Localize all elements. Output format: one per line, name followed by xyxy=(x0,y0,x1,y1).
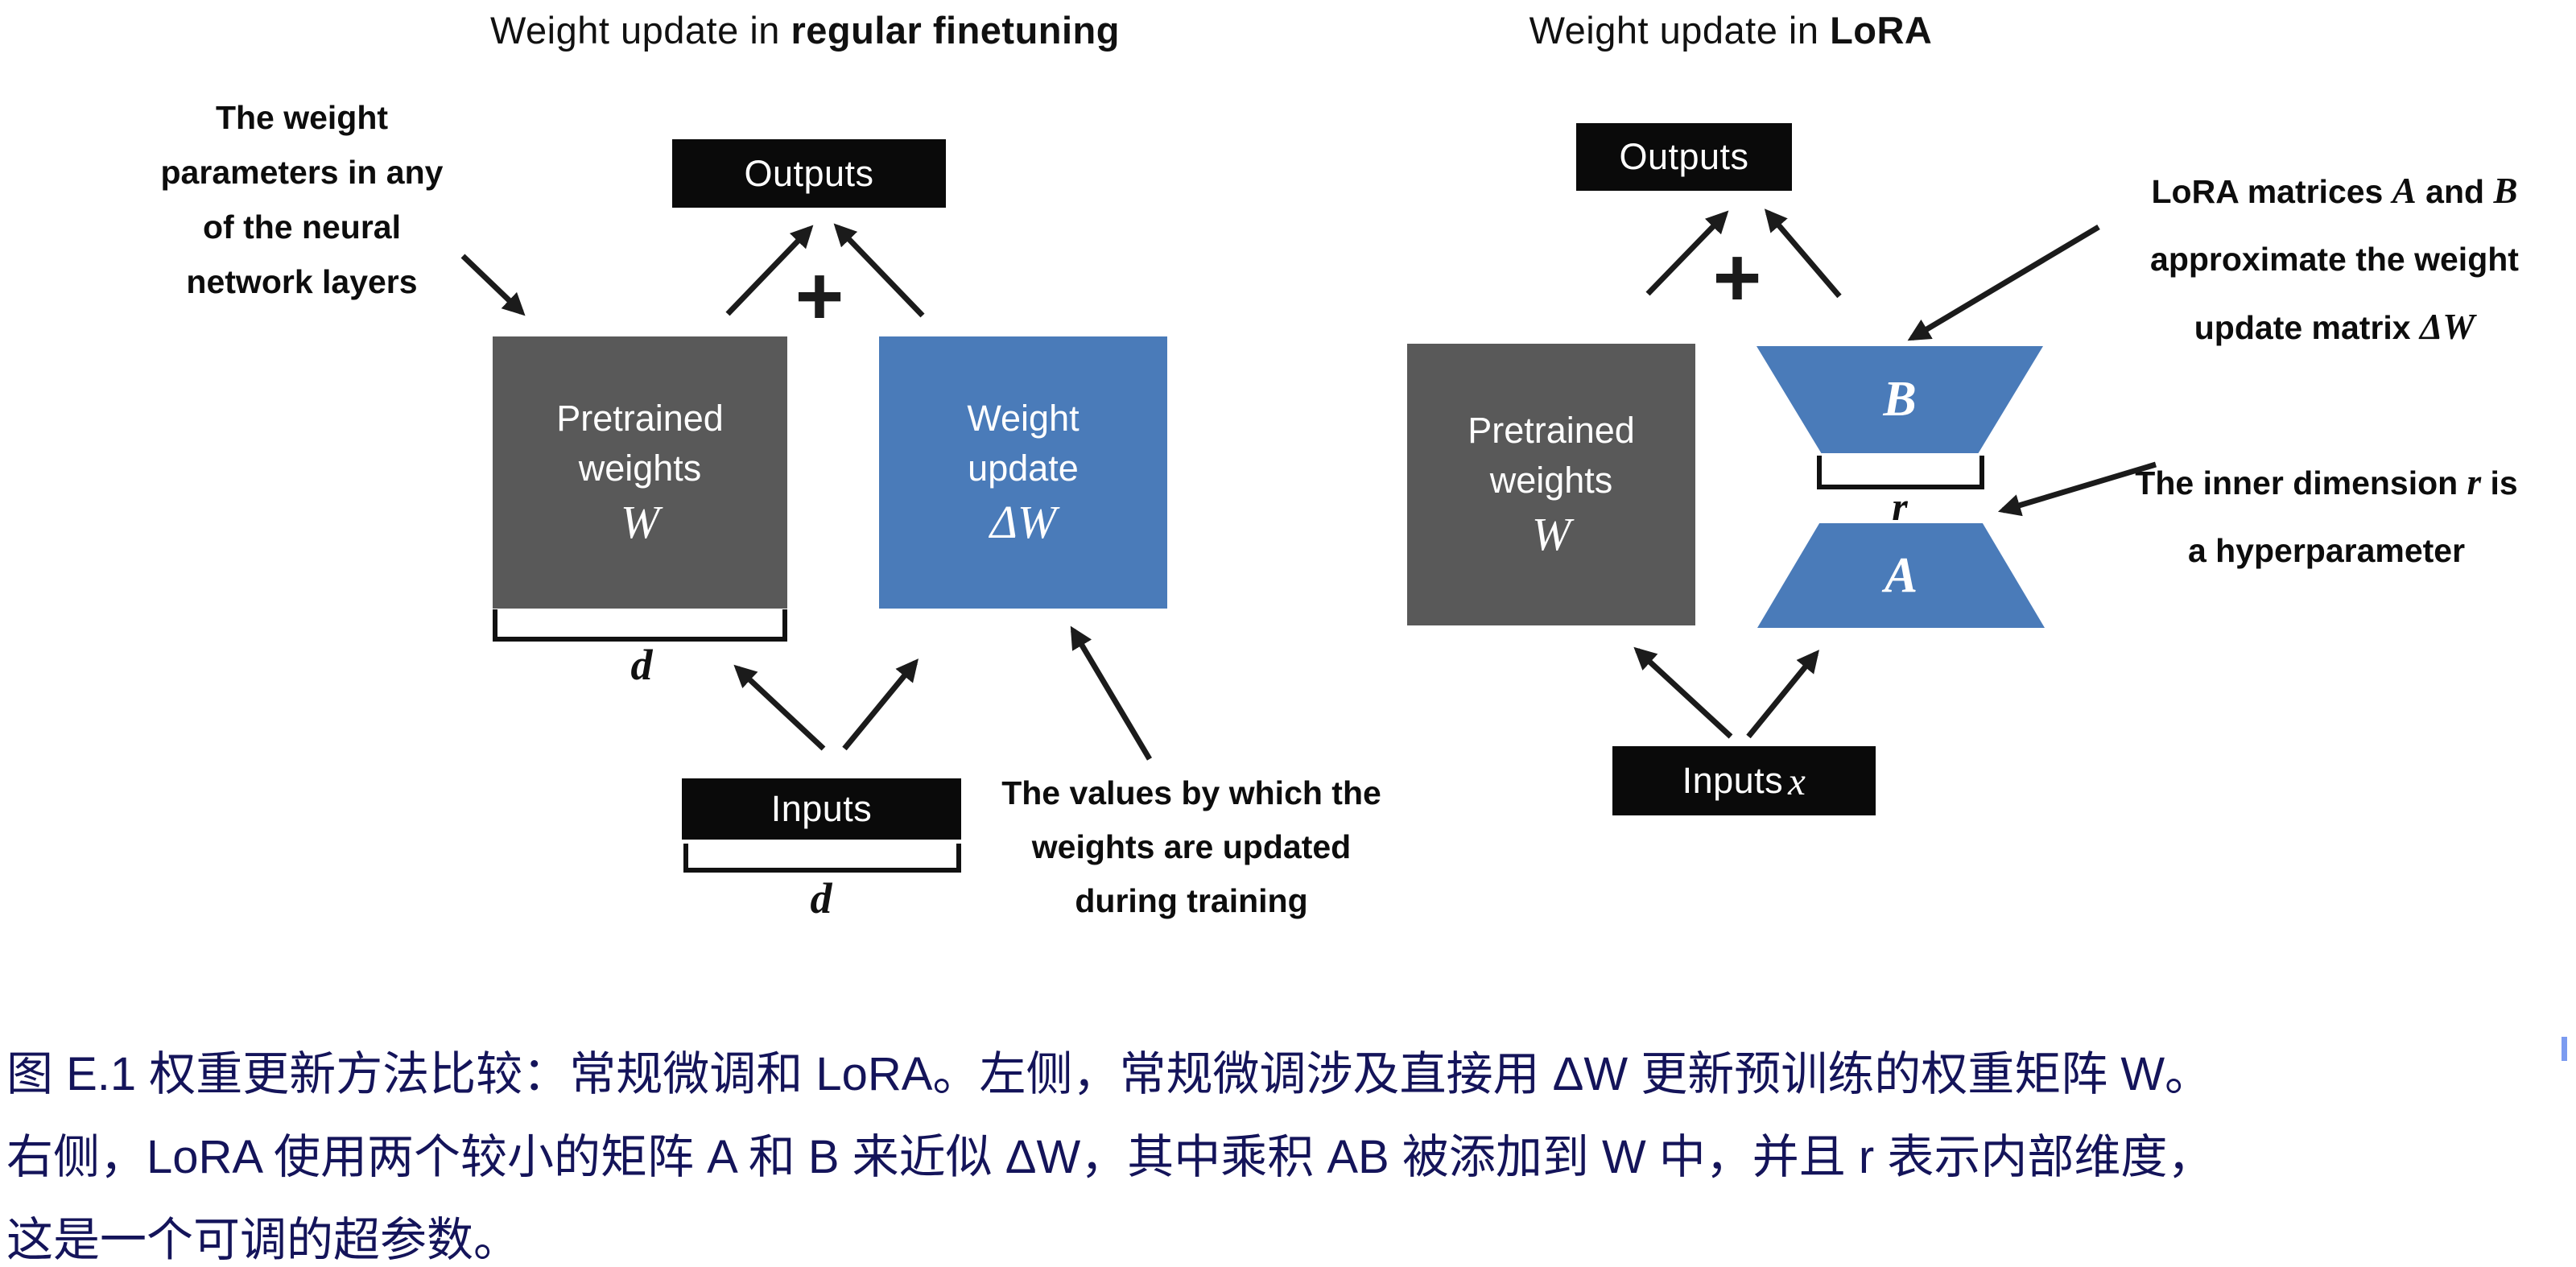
matrix-a-label: A xyxy=(1884,547,1918,603)
right-title-prefix: Weight update in xyxy=(1529,9,1831,52)
update-symbol-dw: ΔW xyxy=(989,496,1057,548)
matrix-b-label: B xyxy=(1883,372,1917,427)
left-outputs-label: Outputs xyxy=(744,152,874,194)
right-inputs-label: Inputs xyxy=(1682,760,1784,801)
pretrained-line1: Pretrained xyxy=(556,398,724,439)
left-diagram-title: Weight update in regular finetuning xyxy=(322,8,1288,52)
right-outputs-label: Outputs xyxy=(1619,136,1749,177)
right-outputs-box: Outputs xyxy=(1576,123,1792,191)
right-title-bold: LoRA xyxy=(1830,9,1933,52)
r-label: r xyxy=(1835,483,1964,530)
annotation-line: approximate the weight xyxy=(2109,225,2560,293)
left-inputs-box: Inputs xyxy=(682,778,961,840)
annotation-inner-dimension: The inner dimension r is a hyperparamete… xyxy=(2093,448,2560,584)
annotation-line: The inner dimension r is xyxy=(2093,448,2560,517)
arrow-inputs-to-a-right xyxy=(1746,650,1819,739)
d-glyph: d xyxy=(630,641,653,689)
plus-glyph: + xyxy=(1712,231,1762,324)
right-inputs-box: Inputs x xyxy=(1612,746,1876,815)
text-run: The inner dimension xyxy=(2135,464,2467,501)
text-run: a hyperparameter xyxy=(2187,532,2466,569)
figure-caption: 图 E.1 权重更新方法比较：常规微调和 LoRA。左侧，常规微调涉及直接用 Δ… xyxy=(6,1033,2574,1267)
arrow-lora-annotation-to-b xyxy=(1907,224,2100,341)
annotation-line: weights are updated xyxy=(1031,828,1352,865)
annotation-line: The values by which the xyxy=(1001,774,1381,811)
annotation-line: network layers xyxy=(186,263,418,300)
left-pretrained-weights-box: Pretrained weights W xyxy=(493,336,787,609)
right-plus-sign: + xyxy=(1689,229,1785,326)
text-run: is xyxy=(2481,464,2518,501)
left-weight-update-box: Weight update ΔW xyxy=(879,336,1167,609)
math-dw: ΔW xyxy=(2420,307,2475,347)
d-glyph: d xyxy=(810,874,832,922)
annotation-weight-parameters: The weight parameters in any of the neur… xyxy=(89,90,515,309)
arrow-values-annotation-to-update xyxy=(1070,625,1153,761)
d-bracket-weights xyxy=(493,609,787,642)
arrow-inputs-to-pretrained-left xyxy=(733,664,826,751)
text-run: update matrix xyxy=(2194,309,2420,346)
math-r: r xyxy=(2467,462,2482,502)
text-run: LoRA matrices xyxy=(2151,173,2392,210)
right-diagram-title: Weight update in LoRA xyxy=(1409,8,2053,52)
d-label-inputs: d xyxy=(753,873,890,923)
left-inputs-label: Inputs xyxy=(770,788,873,829)
pretrained-symbol-w: W xyxy=(620,496,660,548)
annotation-line: LoRA matrices A and B xyxy=(2109,157,2560,225)
inputs-x-symbol: x xyxy=(1788,758,1806,803)
annotation-line: during training xyxy=(1075,882,1308,919)
r-bracket xyxy=(1817,456,1984,489)
d-label-weights: d xyxy=(573,640,710,690)
right-pretrained-weights-box: Pretrained weights W xyxy=(1407,344,1695,625)
annotation-line: The weight xyxy=(215,99,389,136)
arrow-inputs-to-pretrained-right xyxy=(1633,646,1733,739)
annotation-line: parameters in any xyxy=(160,154,444,191)
left-outputs-box: Outputs xyxy=(672,139,946,208)
arrow-inputs-to-update-left xyxy=(842,658,919,751)
annotation-line: of the neural xyxy=(202,208,402,246)
r-glyph: r xyxy=(1892,484,1908,529)
left-title-bold: regular finetuning xyxy=(791,9,1120,52)
math-a: A xyxy=(2392,171,2417,211)
pretrained-line2: weights xyxy=(578,448,702,489)
pretrained-symbol-w: W xyxy=(1531,508,1571,560)
text-run: approximate the weight xyxy=(2150,241,2519,278)
d-bracket-inputs xyxy=(683,844,961,873)
update-line1: Weight xyxy=(967,398,1080,439)
annotation-line: a hyperparameter xyxy=(2093,517,2560,584)
pretrained-line1: Pretrained xyxy=(1468,410,1635,451)
pretrained-line2: weights xyxy=(1489,460,1613,501)
annotation-line: update matrix ΔW xyxy=(2109,293,2560,361)
math-b: B xyxy=(2493,171,2518,211)
lora-matrix-b: B xyxy=(1757,346,2043,453)
annotation-update-values: The values by which the weights are upda… xyxy=(966,766,1417,928)
caption-line-2: 右侧，LoRA 使用两个较小的矩阵 A 和 B 来近似 ΔW，其中乘积 AB 被… xyxy=(6,1131,2215,1183)
plus-glyph: + xyxy=(795,250,844,343)
lora-matrix-a: A xyxy=(1757,523,2045,628)
caption-line-3: 这是一个可调的超参数。 xyxy=(6,1214,521,1266)
update-line2: update xyxy=(968,448,1079,489)
left-plus-sign: + xyxy=(771,248,868,345)
text-run: and xyxy=(2416,173,2494,210)
left-title-prefix: Weight update in xyxy=(490,9,791,52)
caption-line-1: 图 E.1 权重更新方法比较：常规微调和 LoRA。左侧，常规微调涉及直接用 Δ… xyxy=(6,1048,2212,1100)
stray-cursor-mark xyxy=(2562,1037,2567,1061)
annotation-lora-matrices: LoRA matrices A and B approximate the we… xyxy=(2109,157,2560,361)
